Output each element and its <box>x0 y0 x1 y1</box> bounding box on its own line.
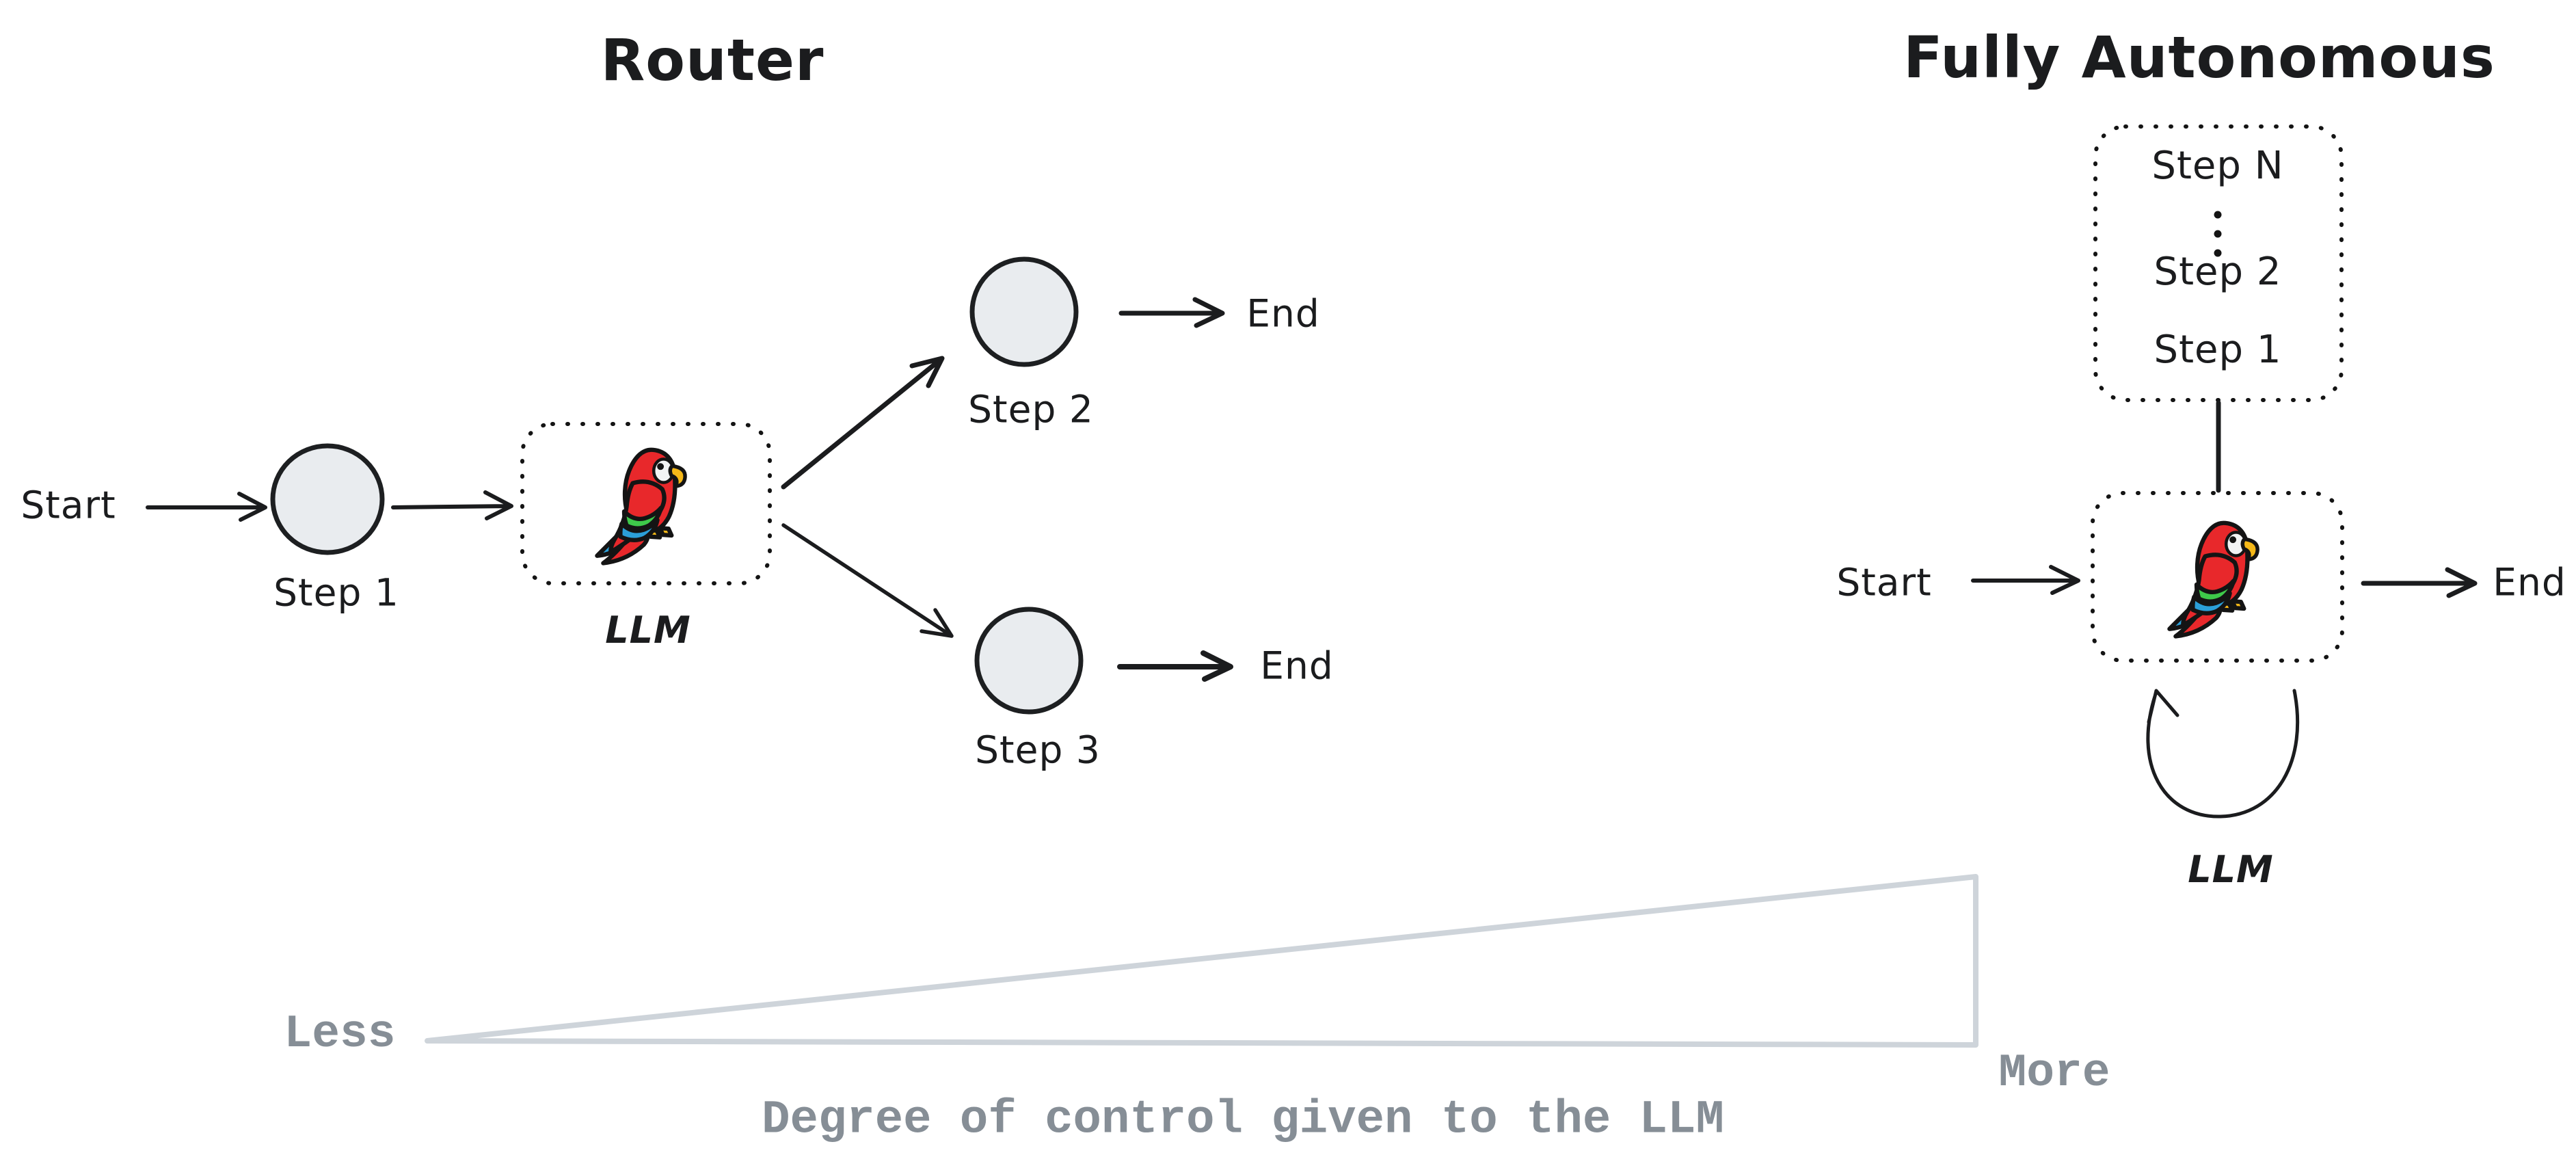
router-end-top-label: End <box>1246 291 1320 336</box>
router-llm-label: LLM <box>605 609 691 652</box>
autonomous-title: Fully Autonomous <box>1903 24 2495 91</box>
step2-node <box>969 256 1079 367</box>
router-step2-label: Step 2 <box>968 387 1094 432</box>
scale-more-label: More <box>1998 1047 2110 1100</box>
step1-node <box>270 443 385 555</box>
scale-less-label: Less <box>284 1008 396 1061</box>
arrow-llmbox-to-end <box>2361 567 2478 598</box>
arrow-step3-to-end <box>1117 650 1233 682</box>
autonomous-llm-parrot-icon <box>2154 513 2277 643</box>
autonomous-start-label: Start <box>1836 560 1932 605</box>
steps-ellipsis-dots <box>2214 211 2222 257</box>
autonomous-end-label: End <box>2493 560 2566 605</box>
scale-caption: Degree of control given to the LLM <box>762 1093 1724 1147</box>
router-llm-parrot-icon <box>581 440 704 570</box>
autonomous-step-1-label: Step 1 <box>2154 328 2282 372</box>
arrow-start-to-step1 <box>146 492 267 522</box>
router-title: Router <box>600 27 824 94</box>
llm-self-loop-arrow <box>2146 689 2300 819</box>
router-end-bottom-label: End <box>1260 643 1334 688</box>
arrow-step2-to-end <box>1118 297 1225 328</box>
autonomous-step-2-label: Step 2 <box>2154 250 2282 294</box>
router-llm-box <box>520 422 772 585</box>
arrow-llm-to-step3 <box>781 523 954 638</box>
arrow-llm-to-step2 <box>781 356 945 490</box>
step3-node <box>974 607 1084 715</box>
autonomous-step-n-label: Step N <box>2151 144 2284 188</box>
autonomous-llm-label: LLM <box>2188 848 2274 891</box>
control-triangle <box>425 874 1978 1048</box>
autonomous-steps-box <box>2093 124 2344 402</box>
router-step3-label: Step 3 <box>975 728 1101 772</box>
router-step1-label: Step 1 <box>273 570 399 615</box>
router-start-label: Start <box>21 483 116 527</box>
arrow-start-to-llmbox <box>1971 565 2080 595</box>
arrow-step1-to-llm <box>391 490 513 520</box>
